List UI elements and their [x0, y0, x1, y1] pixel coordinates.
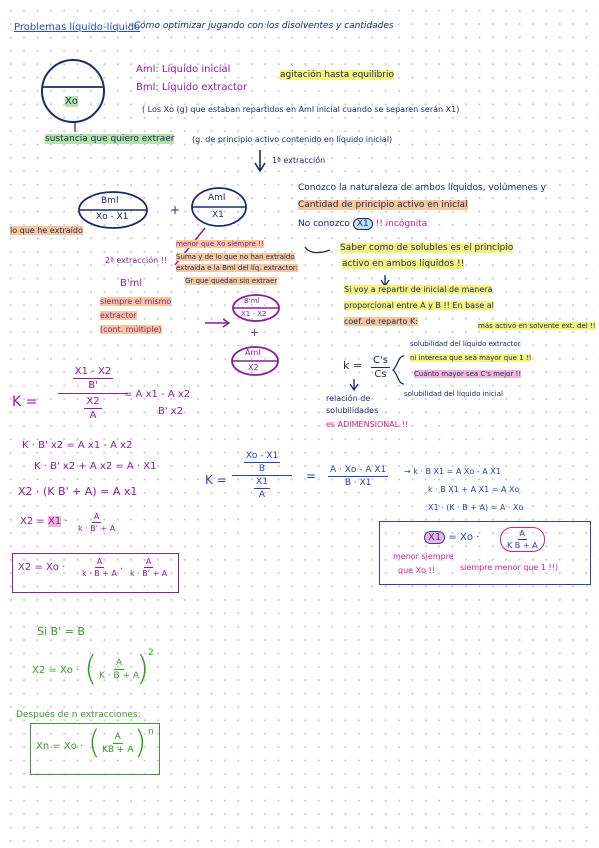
- k-left-rhs-den: B' x2: [158, 406, 184, 417]
- extraction-circle: [41, 59, 105, 123]
- brace: [391, 355, 405, 385]
- aml-def: Aml: Líquido inicial: [136, 64, 231, 75]
- increase-note: ni interesa que sea mayor que 1 !!: [410, 354, 532, 362]
- exp-2: 2: [148, 648, 154, 658]
- eq-left-1: K · B' x2 = A x1 - A x2: [22, 440, 133, 451]
- knowledge-line6: Si voy a repartir de inicial de manera: [344, 285, 493, 294]
- menor-note-1: menor siempre: [393, 552, 454, 561]
- knowledge-line8: coef. de reparto K:: [344, 317, 418, 326]
- paren-close: ): [136, 649, 150, 689]
- same-extractor-1: siempre el mismo: [100, 297, 172, 306]
- relacion-2: solubilidades: [326, 406, 379, 415]
- circle-label: Xo: [65, 96, 78, 107]
- boxed-x1: X1 = Xo ·: [424, 531, 479, 544]
- eq-mid-1: → k · B X1 = A Xo - A X1: [404, 467, 501, 476]
- paren-open: (: [84, 649, 98, 689]
- repartition-note: ( Los Xo (g) que estaban repartidos en A…: [142, 105, 460, 114]
- ellipse-bml: [78, 191, 148, 229]
- agitation-note: agitación hasta equilibrio: [280, 70, 394, 80]
- k-mid: K =: [205, 473, 227, 487]
- note-suma-1: Suma y de lo que no han extraído: [176, 253, 295, 261]
- ellipse-aml-bottom: X1: [212, 210, 224, 220]
- ellipse-bml-bottom: Xo - X1: [96, 212, 129, 222]
- knowledge-line2: Cantidad de principio activo en inicial: [298, 200, 468, 210]
- plus-sign-2: +: [250, 326, 260, 339]
- ellipse-aml2-top: Aml: [245, 348, 261, 357]
- ellipse-aml-top: Aml: [208, 193, 226, 203]
- plus-sign: +: [170, 203, 181, 217]
- knowledge-line4: Saber como de solubles es el principio: [340, 243, 514, 253]
- ellipse-aml2-bottom: X2: [248, 363, 259, 372]
- right-arrow-icon: [205, 318, 231, 328]
- extracted-label: lo que he extraído: [10, 226, 83, 235]
- boxed-x2-dot: ·: [120, 564, 124, 575]
- boxed-formula-x2: [12, 553, 179, 593]
- eq-mid-3: X1 · (K · B + A) = A · Xo: [428, 503, 524, 512]
- adim-note: es ADIMENSIONAL !!: [326, 420, 409, 429]
- ellipse-bprime-bottom: X1 - X2: [241, 310, 267, 318]
- knowledge-line3: No conozco X1 !! incógnita: [298, 218, 428, 230]
- k-left-rhs: = A x1 - A x2: [124, 389, 191, 400]
- page-subtitle: : Cómo optimizar jugando con los disolve…: [128, 21, 394, 31]
- k-equals: k =: [343, 359, 363, 372]
- eq-left-4: X2 = X1 ·: [20, 516, 68, 527]
- note-quedan: Gr que quedan sin extraer: [185, 277, 278, 285]
- sol-extractor-2: más activo en solvente ext. del !!: [478, 322, 596, 330]
- knowledge-line7: proporcional entre A y B !! En base al: [344, 301, 494, 310]
- k-mid-eq: =: [306, 469, 317, 483]
- boxed-formula-xn: [30, 723, 160, 775]
- despues-label: Después de n extracciones:: [16, 710, 141, 720]
- eq-left-2: K · B' x2 + A x2 = A · X1: [34, 461, 157, 472]
- substance-label: sustancia que quiero extraer: [45, 134, 175, 144]
- si-bprime: Si B' = B: [37, 625, 85, 638]
- cont-multiple: (cont. múltiple): [100, 325, 162, 334]
- page-title: Problemas líquido-líquido: [14, 22, 141, 33]
- menor-note-2: que Xo !!: [398, 566, 435, 575]
- second-extraction-label: 2ª extracción !!: [105, 256, 168, 265]
- knowledge-line5: activo en ambos líquidos !!: [342, 259, 465, 269]
- exp-n: n: [148, 727, 154, 737]
- down-arrow-icon: [254, 150, 266, 173]
- substance-note: (g. de principio activo contenido en líq…: [192, 135, 393, 144]
- knowledge-line1: Conozco la naturaleza de ambos líquidos,…: [298, 183, 546, 193]
- formula-n-pre: Xn = Xo ·: [36, 741, 84, 752]
- note-suma-2: extraída e la Bml del líq. extractor:: [176, 264, 298, 272]
- first-extraction-label: 1ª extracción: [272, 156, 326, 165]
- same-extractor-2: extractor: [100, 311, 137, 320]
- ellipse-bprime-top: B'ml: [244, 297, 260, 305]
- paren-close-n: ): [134, 723, 147, 761]
- formula-b-equal-pre: X2 = Xo ·: [32, 665, 80, 676]
- eq-left-3: X2 · (K B' + A) = A x1: [18, 485, 138, 498]
- cuanto-note: Cuánto mayor sea C's mejor !!: [414, 370, 522, 378]
- eq-mid-2: k · B X1 + A X1 = A Xo: [428, 485, 520, 494]
- bml-def: Bml: Líquido extractor: [136, 82, 248, 93]
- b-prime-label: B'ml: [120, 278, 143, 289]
- paren-open-n: (: [88, 723, 101, 761]
- note-menor: menor que Xo siempre !!: [176, 240, 264, 248]
- sol-inicial: solubilidad del líquido inicial: [404, 390, 503, 398]
- boxed-formula-x1: [379, 521, 591, 585]
- menor-note-3: siempre menor que 1 !!): [460, 563, 559, 572]
- sol-extractor-1: solubilidad del líquido extractor: [410, 340, 521, 348]
- k-left: K =: [12, 394, 38, 410]
- ellipse-bml-top: Bml: [101, 196, 119, 206]
- relacion-1: relación de: [326, 394, 371, 403]
- boxed-x2-pre: X2 = Xo ·: [18, 562, 66, 573]
